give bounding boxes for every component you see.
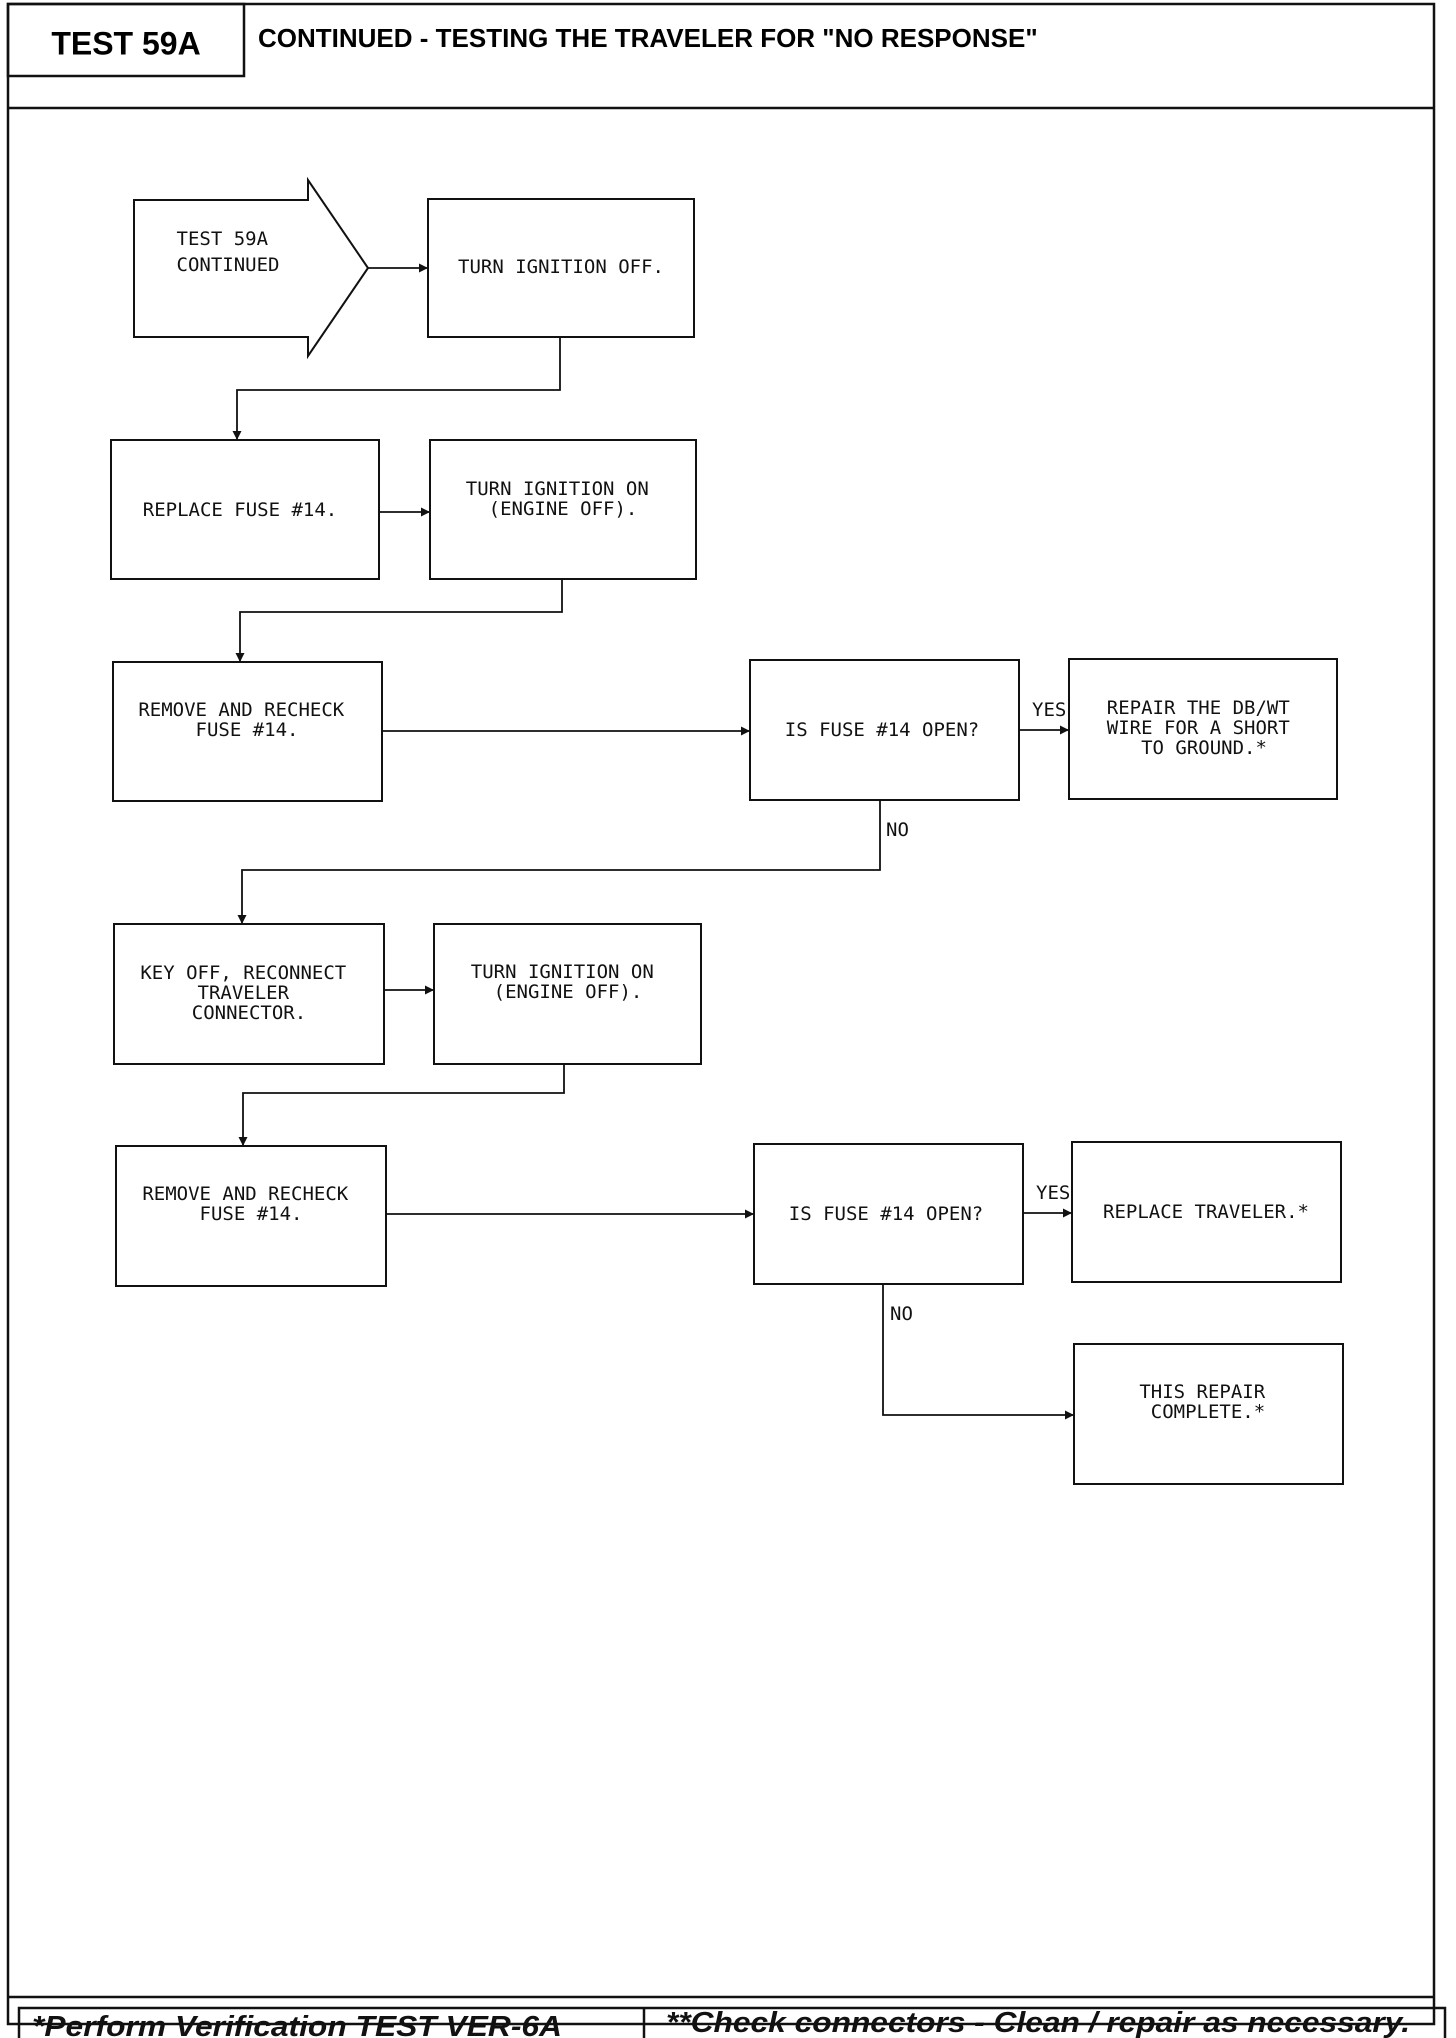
reconnect-line-3: CONNECTOR. — [192, 1002, 306, 1024]
footer-box — [17, 2006, 1447, 2038]
turn-ignition-on-text-2: TURN IGNITION ON (ENGINE OFF). — [471, 961, 665, 1003]
reconnect-line-1: KEY OFF, RECONNECT — [140, 962, 346, 984]
reconnect-text: KEY OFF, RECONNECT TRAVELER CONNECTOR. — [140, 962, 357, 1024]
replace-traveler-text: REPLACE TRAVELER.* — [1103, 1201, 1309, 1223]
no-label-2: NO — [890, 1303, 913, 1325]
reconnect-line-2: TRAVELER — [198, 982, 290, 1004]
repair-wire-line-3: TO GROUND.* — [1141, 737, 1267, 759]
decision-text-2: IS FUSE #14 OPEN? — [789, 1203, 983, 1225]
turn-ignition-off-text: TURN IGNITION OFF. — [458, 256, 664, 278]
edge-ign-off-to-replace-fuse — [232, 337, 561, 440]
repair-complete-box — [1073, 1343, 1344, 1485]
remove-recheck-text-2: REMOVE AND RECHECK FUSE #14. — [142, 1183, 359, 1225]
test-label: TEST 59A — [51, 25, 200, 61]
start-line-2: CONTINUED — [177, 254, 280, 276]
test-label-box — [6, 2, 246, 78]
footer: *Perform Verification TEST VER-6A **Chec… — [8, 1995, 1447, 2038]
replace-fuse-box — [110, 439, 380, 580]
turn-ignition-on-box-2 — [433, 923, 702, 1065]
edge-decision-2-no — [882, 1284, 1074, 1420]
no-label-1: NO — [886, 819, 909, 841]
turn-ignition-on-box-1 — [429, 439, 697, 580]
remove-recheck-box-2 — [115, 1145, 387, 1287]
start-connector-text: TEST 59A CONTINUED — [177, 228, 280, 276]
ign-on-1-line-2: (ENGINE OFF). — [489, 498, 638, 520]
repair-wire-box — [1068, 658, 1338, 800]
yes-label-1: YES — [1032, 699, 1066, 721]
recheck-2-line-1: REMOVE AND RECHECK — [142, 1183, 348, 1205]
page-frame — [6, 2, 1436, 2026]
turn-ignition-on-text-1: TURN IGNITION ON (ENGINE OFF). — [466, 478, 660, 520]
recheck-1-line-1: REMOVE AND RECHECK — [138, 699, 344, 721]
edge-decision-1-no — [237, 800, 881, 924]
reconnect-box — [113, 923, 385, 1065]
repair-complete-text: THIS REPAIR COMPLETE.* — [1139, 1381, 1276, 1423]
replace-traveler-box — [1071, 1141, 1342, 1283]
repair-wire-text: REPAIR THE DB/WT WIRE FOR A SHORT TO GRO… — [1107, 697, 1301, 759]
remove-recheck-text-1: REMOVE AND RECHECK FUSE #14. — [138, 699, 355, 741]
repair-wire-line-1: REPAIR THE DB/WT — [1107, 697, 1290, 719]
replace-fuse-line-1: REPLACE FUSE #14. — [143, 499, 337, 521]
complete-line-1: THIS REPAIR — [1139, 1381, 1265, 1403]
decision-text-1: IS FUSE #14 OPEN? — [785, 719, 979, 741]
replace-traveler-line-1: REPLACE TRAVELER.* — [1103, 1201, 1309, 1223]
edge-ign-on-to-recheck-1 — [235, 579, 563, 662]
complete-line-2: COMPLETE.* — [1151, 1401, 1265, 1423]
start-line-1: TEST 59A — [177, 228, 269, 250]
connectors — [232, 263, 1074, 1420]
start-connector-shape — [133, 176, 370, 360]
header: TEST 59A CONTINUED - TESTING THE TRAVELE… — [6, 2, 1434, 110]
page-title: CONTINUED - TESTING THE TRAVELER FOR "NO… — [258, 23, 1038, 53]
yes-label-2: YES — [1036, 1182, 1070, 1204]
edge-ign-on-2-to-recheck-2 — [238, 1064, 565, 1146]
decision-1-line-1: IS FUSE #14 OPEN? — [785, 719, 979, 741]
ign-on-2-line-2: (ENGINE OFF). — [494, 981, 643, 1003]
ign-off-line-1: TURN IGNITION OFF. — [458, 256, 664, 278]
decision-2-line-1: IS FUSE #14 OPEN? — [789, 1203, 983, 1225]
recheck-1-line-2: FUSE #14. — [196, 719, 299, 741]
replace-fuse-text: REPLACE FUSE #14. — [143, 499, 337, 521]
ign-on-1-line-1: TURN IGNITION ON — [466, 478, 649, 500]
ign-on-2-line-1: TURN IGNITION ON — [471, 961, 654, 983]
footer-note-right: **Check connectors - Clean / repair as n… — [666, 2007, 1410, 2038]
repair-wire-line-2: WIRE FOR A SHORT — [1107, 717, 1290, 739]
footer-note-left: *Perform Verification TEST VER-6A — [32, 2011, 562, 2038]
recheck-2-line-2: FUSE #14. — [200, 1203, 303, 1225]
